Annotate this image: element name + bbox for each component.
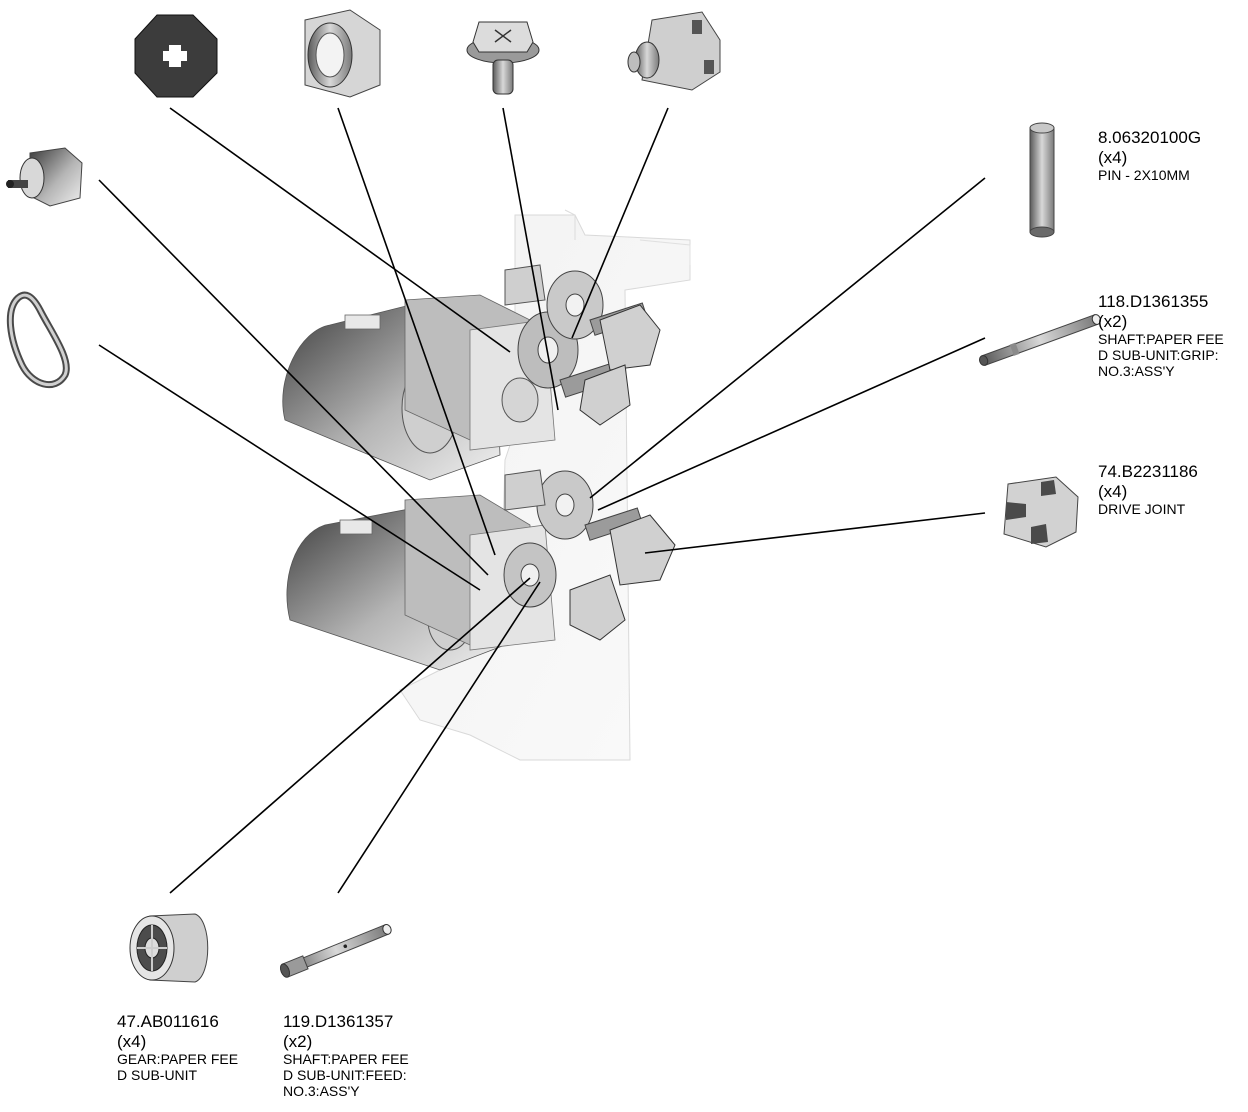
part-quantity: (x4) xyxy=(1098,481,1128,501)
part-number: 8.06320100G xyxy=(1098,128,1202,147)
part-description: GEAR:PAPER FEE D SUB-UNIT xyxy=(117,1051,239,1084)
part-label-shaft-grip: 118.D1361355 (x2) SHAFT:PAPER FEE D SUB-… xyxy=(1098,292,1224,379)
pin-icon xyxy=(1029,122,1055,238)
part-description: SHAFT:PAPER FEE D SUB-UNIT:FEED: NO.3:AS… xyxy=(283,1051,409,1100)
shaft-icon xyxy=(279,924,392,978)
bushing-icon xyxy=(304,9,381,98)
leader-lines xyxy=(98,107,986,894)
gear-icon xyxy=(129,913,209,983)
part-quantity: (x2) xyxy=(283,1031,313,1051)
part-label-pin: 8.06320100G (x4) PIN - 2X10MM xyxy=(1098,128,1201,183)
part-description: DRIVE JOINT xyxy=(1098,501,1186,518)
lower-motor-unit xyxy=(286,469,676,671)
upper-motor-unit xyxy=(282,264,661,481)
part-description: SHAFT:PAPER FEE D SUB-UNIT:GRIP: NO.3:AS… xyxy=(1098,331,1224,380)
part-label-shaft-feed: 119.D1361357 (x2) SHAFT:PAPER FEE D SUB-… xyxy=(283,1012,409,1099)
belt-icon xyxy=(6,291,70,388)
drive-joint-icon xyxy=(1003,476,1079,548)
part-description: PIN - 2X10MM xyxy=(1098,167,1190,184)
part-number: 118.D1361355 xyxy=(1098,292,1209,311)
part-quantity: (x4) xyxy=(117,1031,147,1051)
motor-icon xyxy=(6,147,83,207)
part-number: 47.AB011616 xyxy=(117,1012,219,1031)
shaft-icon xyxy=(978,314,1102,366)
part-quantity: (x4) xyxy=(1098,147,1128,167)
part-number: 74.B2231186 xyxy=(1098,462,1198,481)
clutch-icon xyxy=(627,11,721,91)
screw-icon xyxy=(466,21,540,95)
part-quantity: (x2) xyxy=(1098,311,1128,331)
octagon-washer-icon xyxy=(134,14,218,98)
part-label-drive-joint: 74.B2231186 (x4) DRIVE JOINT xyxy=(1098,462,1198,517)
part-number: 119.D1361357 xyxy=(283,1012,394,1031)
part-label-gear: 47.AB011616 (x4) GEAR:PAPER FEE D SUB-UN… xyxy=(117,1012,238,1083)
